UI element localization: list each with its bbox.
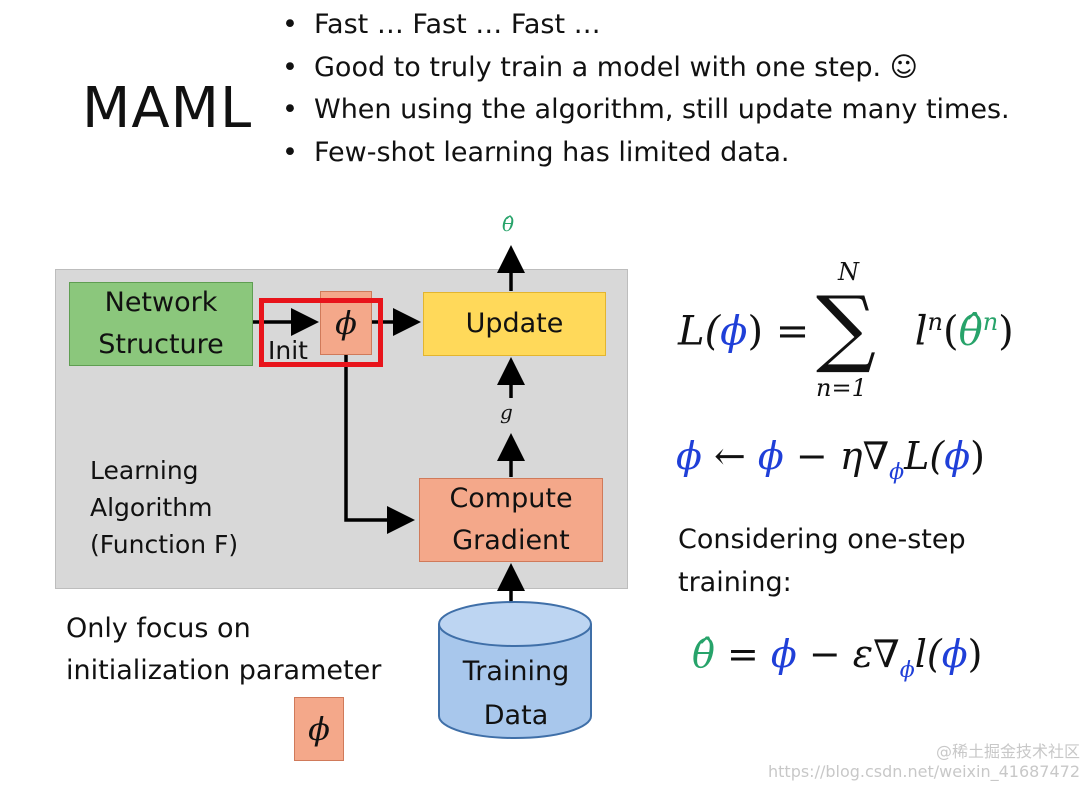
considering-line1: Considering one-step: [678, 524, 966, 555]
training-data-label: Training Data: [440, 650, 592, 738]
one-step-phi-arg: ϕ: [941, 632, 968, 676]
learning-label-line2: Algorithm: [90, 493, 213, 522]
training-data-cylinder: [438, 601, 592, 739]
loss-l: l: [914, 308, 928, 355]
update-arrow: ←: [701, 434, 758, 478]
focus-line1: Only focus on: [66, 613, 251, 644]
arrow-phi-to-compute: [344, 353, 415, 534]
phi-small-box: ϕ: [294, 697, 344, 761]
loss-theta-sup: n: [982, 308, 999, 336]
focus-line2: initialization parameter: [66, 655, 382, 686]
update-close: ): [970, 434, 985, 478]
loss-phi: ϕ: [720, 308, 748, 355]
sigma-symbol: ∑: [816, 278, 876, 376]
network-label-line2: Structure: [98, 329, 224, 360]
bullet-item: Good to truly train a model with one ste…: [282, 47, 1010, 90]
compute-label-line1: Compute: [449, 483, 573, 514]
update-phi-lhs: ϕ: [676, 434, 702, 478]
bullet-list: Fast … Fast … Fast … Good to truly train…: [282, 4, 1010, 174]
gradient-g-label: g: [500, 400, 513, 424]
loss-l-sup: n: [927, 308, 943, 336]
compute-label-line2: Gradient: [452, 525, 570, 556]
one-step-eq: =: [714, 632, 771, 676]
update-rule-formula: ϕ ← ϕ − η∇ϕL(ϕ): [676, 434, 985, 485]
network-label-line1: Network: [104, 287, 218, 318]
learning-algorithm-label: Learning Algorithm (Function F): [90, 452, 238, 563]
loss-formula: L(ϕ) = ln(θ̂n): [678, 308, 1014, 355]
bullet-item: Fast … Fast … Fast …: [282, 4, 1010, 47]
learning-label-line3: (Function F): [90, 530, 239, 559]
learning-label-line1: Learning: [90, 456, 199, 485]
training-label-line2: Data: [483, 700, 549, 731]
focus-note: Only focus on initialization parameter: [66, 608, 381, 692]
update-phi-rhs: ϕ: [757, 434, 784, 478]
training-label-line1: Training: [462, 656, 570, 687]
one-step-close: ): [967, 632, 983, 676]
sigma-upper: N: [838, 258, 859, 286]
one-step-theta: θ̂: [692, 632, 715, 676]
bullet-item: When using the algorithm, still update m…: [282, 89, 1010, 132]
init-label: Init: [268, 336, 308, 365]
considering-note: Considering one-step training:: [678, 518, 966, 604]
slide-title: MAML: [82, 76, 253, 141]
one-step-minus-eps-nabla: − ε∇: [796, 632, 900, 676]
watermark-line1: @稀土掘金技术社区: [936, 742, 1080, 761]
watermark-line2: https://blog.csdn.net/weixin_41687472: [768, 762, 1080, 781]
theta-hat-output: θ̂: [502, 212, 515, 236]
update-L: L(: [904, 434, 945, 478]
update-phi-arg: ϕ: [944, 434, 971, 478]
init-highlight-frame: [259, 298, 383, 367]
one-step-l: l(: [914, 632, 942, 676]
one-step-nabla-sub: ϕ: [899, 658, 915, 683]
loss-theta: θ̂: [958, 308, 983, 355]
watermark: @稀土掘金技术社区 https://blog.csdn.net/weixin_4…: [768, 742, 1080, 782]
update-nabla-sub: ϕ: [889, 460, 905, 485]
one-step-formula: θ̂ = ϕ − ε∇ϕl(ϕ): [692, 632, 982, 683]
sigma-lower: n=1: [816, 374, 867, 402]
considering-line2: training:: [678, 567, 792, 598]
update-box: Update: [423, 292, 606, 356]
diagram-arrows: [252, 245, 592, 739]
bullet-item: Few-shot learning has limited data.: [282, 132, 1010, 175]
one-step-phi: ϕ: [770, 632, 797, 676]
update-minus-eta-nabla: − η∇: [783, 434, 890, 478]
